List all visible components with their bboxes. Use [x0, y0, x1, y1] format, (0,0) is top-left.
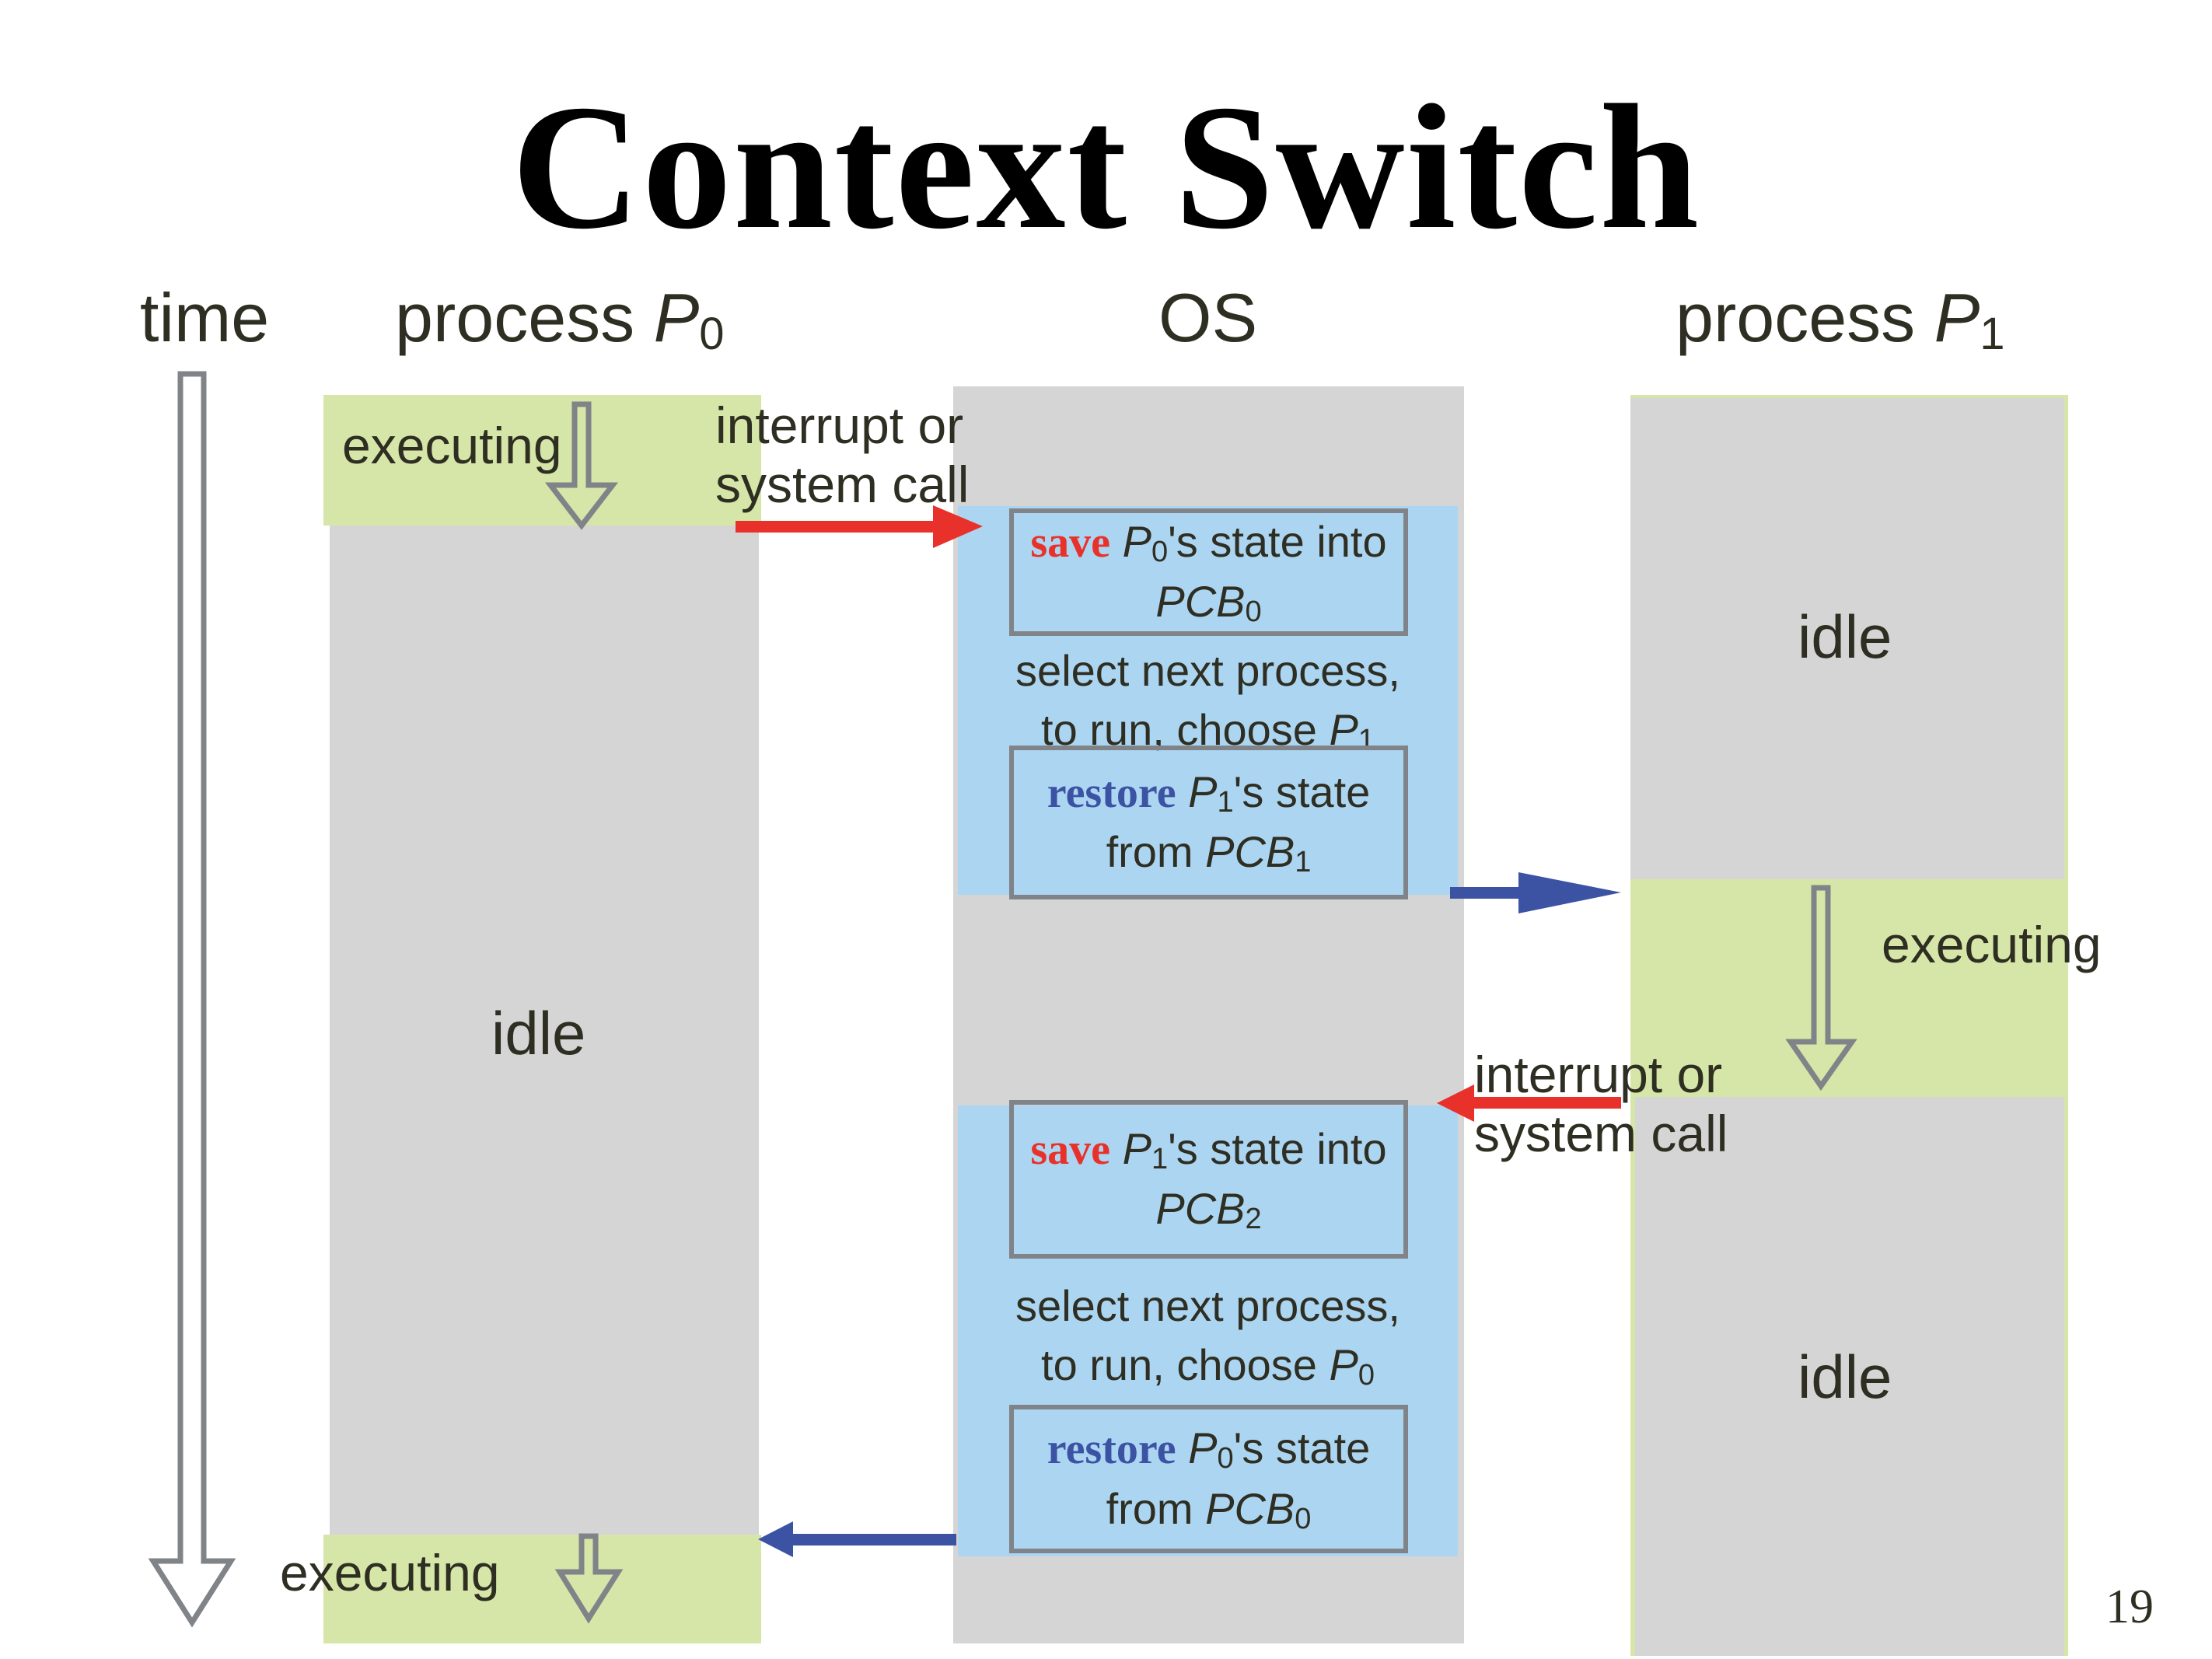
header-process-p0: process P0 [395, 284, 725, 357]
p1-executing-label: executing [1882, 916, 2102, 973]
p0-executing-region-bottom [323, 1535, 761, 1643]
pcb-sub: 0 [1245, 595, 1262, 629]
pcb-label: PCB [1155, 577, 1246, 627]
save-p1-box: save P1's state into PCB2 [1009, 1100, 1408, 1259]
var-sub: 0 [1358, 1358, 1375, 1392]
p0-executing-down-arrow-icon-top [544, 401, 619, 530]
p1-executing-region [1630, 879, 2068, 1097]
pcb-sub: 0 [1295, 1502, 1312, 1535]
var-sub: 0 [1151, 535, 1169, 568]
p0-executing-label-top: executing [342, 417, 562, 474]
save-keyword: save [1030, 1125, 1111, 1174]
p0-idle-label: idle [491, 999, 586, 1067]
p1-to-os-red-arrow-icon [1437, 1084, 1474, 1122]
text: from [1106, 827, 1206, 877]
blue-arrow-shaft-2 [789, 1534, 956, 1545]
p0-idle-region [330, 526, 759, 1535]
os-to-p0-blue-arrow-icon [758, 1521, 793, 1557]
header-p1-prefix: process [1676, 279, 1934, 356]
save-p0-box: save P0's state into PCB0 [1009, 508, 1408, 636]
var: P [1122, 516, 1151, 566]
var: P [1188, 767, 1218, 816]
save-keyword: save [1030, 518, 1111, 567]
header-p0-prefix: process [395, 279, 654, 356]
p1-idle-label-bottom: idle [1798, 1343, 1892, 1411]
text: from [1106, 1483, 1206, 1533]
var: P [1329, 1339, 1358, 1389]
red-arrow-shaft-2 [1466, 1097, 1621, 1109]
header-p0-var: P [653, 279, 700, 356]
restore-p0-box: restore P0's state from PCB0 [1009, 1405, 1408, 1553]
header-p1-var: P [1934, 279, 1980, 356]
red-arrow-shaft [736, 521, 938, 533]
var: P [1122, 1123, 1151, 1173]
pcb-label: PCB [1205, 827, 1295, 877]
p1-idle-region-top [1630, 398, 2064, 879]
p0-executing-down-arrow-icon-bottom [554, 1533, 624, 1624]
select-line2: to run, choose [1041, 1339, 1330, 1389]
text: 's state [1233, 767, 1371, 816]
p1-executing-down-arrow-icon [1785, 885, 1857, 1091]
blue-arrow-shaft [1450, 887, 1520, 899]
header-process-p1: process P1 [1676, 284, 2005, 357]
header-p1-sub: 1 [1980, 309, 2005, 359]
restore-keyword: restore [1047, 1425, 1176, 1474]
header-p0-sub: 0 [699, 309, 725, 359]
restore-p1-box: restore P1's state from PCB1 [1009, 746, 1408, 899]
select-line1: select next process, [1015, 646, 1400, 695]
pcb-label: PCB [1155, 1184, 1246, 1234]
restore-keyword: restore [1047, 768, 1176, 817]
p0-executing-label-bottom: executing [280, 1544, 500, 1601]
var-sub: 0 [1217, 1442, 1234, 1476]
p0-interrupt-label: interrupt or system call [715, 396, 969, 515]
interrupt-line2: system call [715, 455, 970, 513]
interrupt-line1: interrupt or [1474, 1046, 1723, 1103]
p1-idle-region-bottom [1635, 1097, 2064, 1656]
var: P [1188, 1423, 1218, 1473]
slide-title: Context Switch [511, 68, 1701, 266]
os-context-switch-2 [958, 1105, 1458, 1556]
var-sub: 1 [1217, 785, 1234, 819]
p0-to-os-red-arrow-icon [933, 505, 983, 548]
select-line1: select next process, [1015, 1281, 1400, 1330]
p0-executing-region-top [323, 395, 761, 526]
pcb-sub: 1 [1295, 846, 1312, 879]
interrupt-line2: system call [1474, 1104, 1728, 1162]
text: 's state into [1168, 516, 1387, 566]
os-to-p1-blue-arrow-icon [1518, 872, 1621, 913]
var-sub: 1 [1151, 1142, 1169, 1175]
p1-idle-label-top: idle [1798, 602, 1892, 671]
time-arrow-icon [148, 371, 236, 1628]
header-os: OS [1158, 279, 1258, 356]
text: 's state into [1168, 1123, 1387, 1173]
os-context-switch-1 [958, 506, 1458, 895]
interrupt-line1: interrupt or [715, 396, 964, 454]
page-number: 19 [2105, 1580, 2154, 1633]
pcb-sub: 2 [1245, 1203, 1262, 1236]
pcb-label: PCB [1205, 1483, 1295, 1533]
select-next-p0-text: select next process, to run, choose P0 [958, 1277, 1458, 1395]
text: 's state [1233, 1423, 1371, 1473]
p1-interrupt-label: interrupt or system call [1474, 1046, 1728, 1164]
header-time: time [140, 279, 270, 356]
